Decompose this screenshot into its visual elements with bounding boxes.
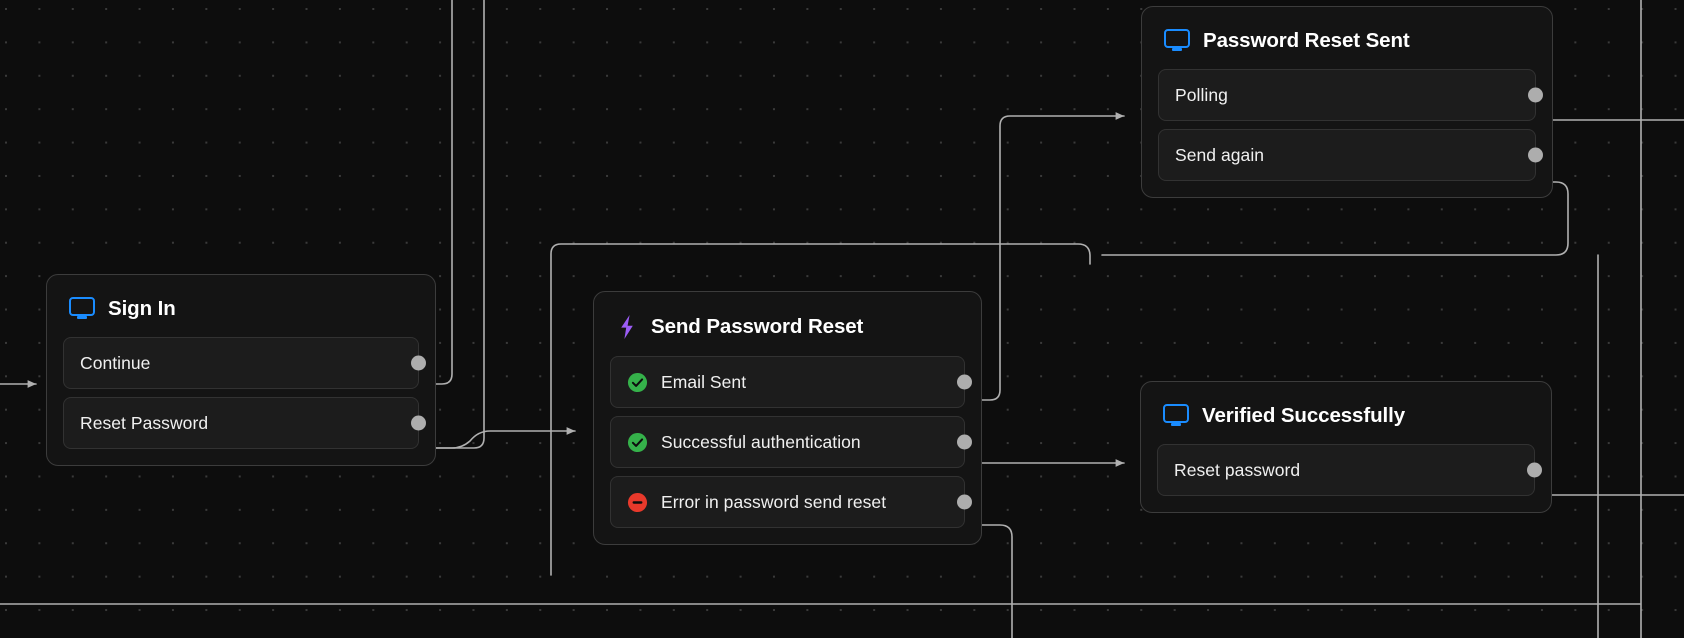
output-handle[interactable] bbox=[1528, 87, 1543, 103]
edge-email-sent-to-polling bbox=[973, 112, 1125, 401]
output-handle[interactable] bbox=[1527, 462, 1542, 478]
output-handle[interactable] bbox=[957, 494, 972, 510]
monitor-screen bbox=[1164, 29, 1190, 48]
node-send-password-reset[interactable]: Send Password Reset Email Sent Successfu… bbox=[593, 291, 982, 545]
row-polling[interactable]: Polling bbox=[1158, 69, 1543, 121]
monitor-icon bbox=[69, 297, 95, 321]
node-sign-in[interactable]: Sign In Continue Reset Password bbox=[46, 274, 436, 466]
monitor-screen bbox=[1163, 404, 1189, 423]
monitor-stand bbox=[77, 316, 87, 319]
row-email-sent[interactable]: Email Sent bbox=[610, 356, 972, 408]
node-header: Password Reset Sent bbox=[1142, 7, 1552, 69]
node-title: Send Password Reset bbox=[651, 315, 864, 338]
check-circle-icon bbox=[627, 372, 648, 392]
monitor-icon bbox=[1163, 404, 1189, 428]
node-header: Verified Successfully bbox=[1141, 382, 1551, 444]
monitor-screen bbox=[69, 297, 95, 316]
output-handle[interactable] bbox=[1528, 147, 1543, 163]
row-label: Error in password send reset bbox=[661, 491, 887, 512]
minus-circle-icon bbox=[627, 492, 648, 512]
row-continue[interactable]: Continue bbox=[63, 337, 426, 389]
node-password-reset-sent[interactable]: Password Reset Sent Polling Send again bbox=[1141, 6, 1553, 198]
node-title: Verified Successfully bbox=[1202, 404, 1406, 427]
row-reset-password[interactable]: Reset password bbox=[1157, 444, 1542, 496]
row-label: Successful authentication bbox=[661, 431, 861, 452]
row-label: Reset Password bbox=[80, 412, 209, 433]
row-label: Reset password bbox=[1174, 459, 1301, 480]
lightning-bolt-icon bbox=[621, 315, 633, 339]
monitor-stand bbox=[1171, 423, 1181, 426]
node-title: Sign In bbox=[108, 297, 176, 320]
row-label: Continue bbox=[80, 352, 151, 373]
row-send-again[interactable]: Send again bbox=[1158, 129, 1543, 181]
monitor-icon bbox=[1164, 29, 1190, 53]
node-rows: Continue Reset Password bbox=[47, 337, 435, 465]
node-rows: Reset password bbox=[1141, 444, 1551, 512]
output-handle[interactable] bbox=[411, 415, 426, 431]
row-label: Send again bbox=[1175, 144, 1265, 165]
output-handle[interactable] bbox=[411, 355, 426, 371]
row-label: Email Sent bbox=[661, 371, 747, 392]
monitor-stand bbox=[1172, 48, 1182, 51]
node-title: Password Reset Sent bbox=[1203, 29, 1410, 52]
check-circle-icon bbox=[627, 432, 648, 452]
node-rows: Email Sent Successful authentication Err… bbox=[594, 356, 981, 544]
output-handle[interactable] bbox=[957, 374, 972, 390]
node-header: Sign In bbox=[47, 275, 435, 337]
row-reset-password[interactable]: Reset Password bbox=[63, 397, 426, 449]
node-rows: Polling Send again bbox=[1142, 69, 1552, 197]
edge-signin-reset-to-send-reset bbox=[425, 427, 576, 449]
node-verified-successfully[interactable]: Verified Successfully Reset password bbox=[1140, 381, 1552, 513]
row-label: Polling bbox=[1175, 84, 1228, 105]
output-handle[interactable] bbox=[957, 434, 972, 450]
row-successful-authentication[interactable]: Successful authentication bbox=[610, 416, 972, 468]
node-header: Send Password Reset bbox=[594, 292, 981, 356]
row-error-in-password-send-reset[interactable]: Error in password send reset bbox=[610, 476, 972, 528]
